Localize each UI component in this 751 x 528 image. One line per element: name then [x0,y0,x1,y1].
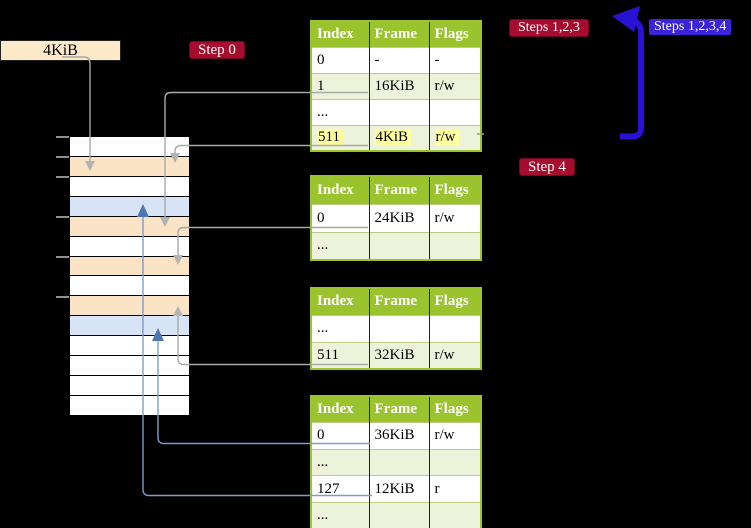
column-header: Index [311,176,369,204]
memory-frame-row [70,276,189,296]
memory-frame-row [70,236,189,256]
column-header: Flags [428,21,481,47]
scale-tick [56,136,69,138]
column-header: Index [311,21,369,47]
highlighted-value: 4KiB [374,129,412,146]
highlighted-value: r/w [434,129,459,146]
column-header: Flags [428,176,481,204]
memory-frame-row [70,156,189,176]
memory-frame-row [70,137,189,156]
page-table-bottom: Index Frame Flags 0 36KiB r/w ... 127 12… [310,395,482,528]
column-header: Frame [368,288,429,315]
column-header: Flags [428,288,481,315]
table-row: 0 24KiB r/w [311,203,481,232]
table-row: ... [311,314,481,342]
column-header: Index [311,396,369,423]
scale-tick [56,256,69,258]
table-header-row: Index Frame Flags [311,21,481,47]
table-row: 0 36KiB r/w [311,422,481,450]
memory-frame-row [70,316,189,336]
table-row: 0 - - [311,46,481,73]
table-row-highlighted: 511 4KiB r/w [311,124,481,151]
column-header: Frame [368,21,429,47]
page-table-second: Index Frame Flags 0 24KiB r/w ... [310,175,482,261]
arrowhead-left-icon [612,6,640,32]
column-header: Frame [368,396,429,423]
step4-label: Step 4 [519,158,575,176]
memory-frame-row [70,176,189,196]
step0-label: Step 0 [189,41,245,59]
big-loop-arrow [620,18,644,140]
steps1234-label: Steps 1,2,3,4 [649,19,732,35]
memory-frame-row [70,196,189,216]
steps123-label: Steps 1,2,3 [509,19,589,37]
page-table-third: Index Frame Flags ... 511 32KiB r/w [310,287,482,370]
table-row: ... [311,448,481,476]
table-row: ... [311,98,481,125]
highlighted-value: 511 [317,129,343,146]
memory-frame-row [70,376,189,395]
memory-frame-row [70,256,189,276]
table-row: ... [311,231,481,260]
memory-frame-row [70,356,189,376]
memory-frame-row [70,336,189,356]
page-table-top: Index Frame Flags 0 - - 1 16KiB r/w ... … [310,20,482,152]
scale-tick [56,296,69,298]
memory-frame-row [70,216,189,236]
table-row: ... [311,501,481,528]
table-header-row: Index Frame Flags [311,288,481,315]
physical-memory-stack [70,137,189,415]
scale-tick [56,176,69,178]
table-header-row: Index Frame Flags [311,396,481,423]
column-header: Frame [368,176,429,204]
frame-size-box: 4KiB [0,40,121,61]
memory-frame-row [70,395,189,415]
scale-tick [56,156,69,158]
table-header-row: Index Frame Flags [311,176,481,204]
memory-frame-row [70,296,189,316]
scale-tick [56,216,69,218]
table-row: 127 12KiB r [311,475,481,503]
column-header: Flags [428,396,481,423]
table-row: 511 32KiB r/w [311,341,481,369]
table-row: 1 16KiB r/w [311,72,481,99]
column-header: Index [311,288,369,315]
